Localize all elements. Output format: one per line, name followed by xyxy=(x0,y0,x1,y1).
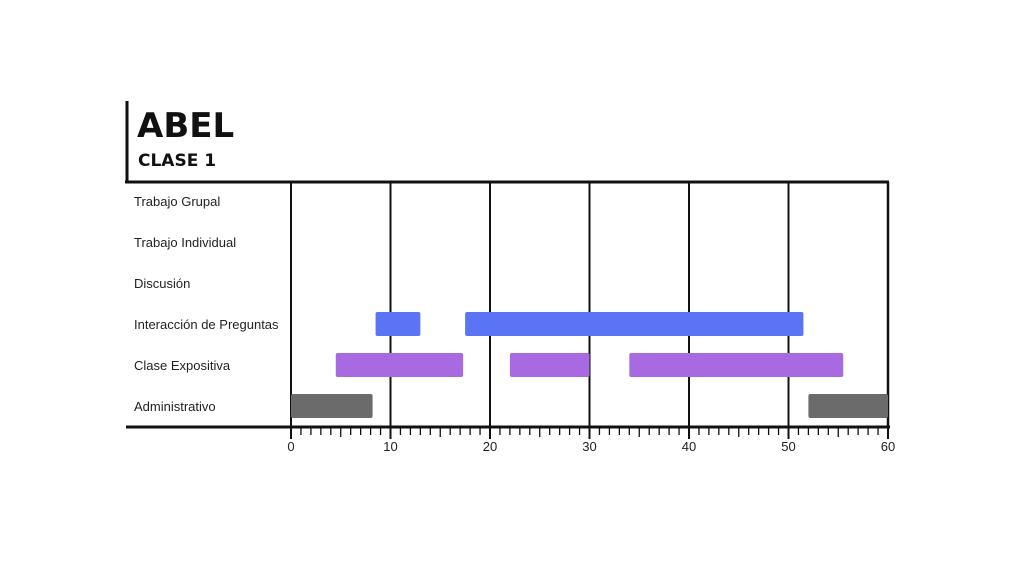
grid-lines xyxy=(290,182,790,427)
bar-segment xyxy=(808,394,888,418)
bar-segment xyxy=(335,353,464,377)
tick-label: 0 xyxy=(287,439,294,454)
tick-label: 50 xyxy=(781,439,795,454)
tick-label: 20 xyxy=(483,439,497,454)
tick-label: 30 xyxy=(582,439,596,454)
chart-title: ABEL xyxy=(137,106,234,146)
bar-segment xyxy=(291,394,373,418)
bar-segment xyxy=(509,353,590,377)
bar-segment xyxy=(465,312,804,336)
bars xyxy=(291,312,888,418)
row-label: Trabajo Grupal xyxy=(134,194,220,209)
row-label: Interacción de Preguntas xyxy=(134,317,279,332)
bar-segment xyxy=(375,312,421,336)
tick-label: 60 xyxy=(881,439,895,454)
row-label: Administrativo xyxy=(134,399,216,414)
row-label: Trabajo Individual xyxy=(134,235,236,250)
chart-subtitle: CLASE 1 xyxy=(138,151,216,171)
tick-label: 40 xyxy=(682,439,696,454)
row-label: Discusión xyxy=(134,276,190,291)
row-label: Clase Expositiva xyxy=(134,358,231,373)
x-axis-ticks: 0 10 20 30 40 50 60 xyxy=(287,427,895,454)
bar-segment xyxy=(629,353,844,377)
tick-label: 10 xyxy=(383,439,397,454)
